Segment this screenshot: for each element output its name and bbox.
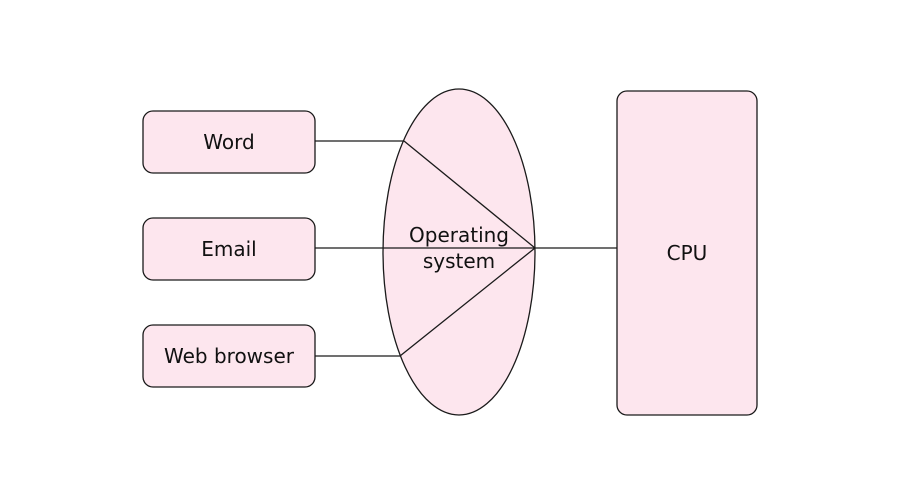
operating-system-ellipse <box>382 88 536 416</box>
word-label: Word <box>203 130 255 154</box>
word-box <box>142 110 316 174</box>
operating-system-label-line2: system <box>422 249 496 273</box>
cpu-label: CPU <box>666 241 708 265</box>
email-box <box>142 217 316 281</box>
operating-system-label: Operating system <box>384 216 534 280</box>
web-browser-to-os-line <box>399 247 536 357</box>
word-to-os-line <box>403 140 536 249</box>
web-browser-label: Web browser <box>164 344 294 368</box>
operating-system-label-line1: Operating <box>409 223 509 247</box>
cpu-box <box>616 90 758 416</box>
email-label: Email <box>201 237 257 261</box>
